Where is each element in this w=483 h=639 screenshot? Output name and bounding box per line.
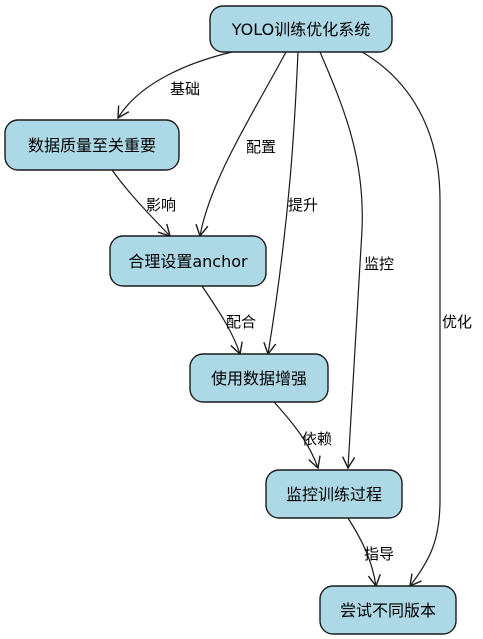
node-augment: 使用数据增强 (189, 353, 329, 403)
edge-label-basis: 基础 (170, 80, 200, 98)
edge-label-guide: 指导 (364, 545, 394, 563)
node-anchor: 合理设置anchor (109, 235, 267, 287)
edge-monitor-to-versions (347, 517, 381, 588)
edge-augment-to-monitor (273, 401, 321, 470)
edge-root-to-monitor (319, 51, 363, 470)
edge-label-influence: 影响 (146, 196, 176, 214)
node-label: YOLO训练优化系统 (231, 20, 370, 39)
edge-label-optimize: 优化 (442, 313, 472, 331)
edge-root-to-anchor (195, 51, 287, 238)
edge-root-to-augment (263, 51, 299, 356)
edge-label-depend: 依赖 (302, 430, 332, 448)
node-label: 合理设置anchor (128, 252, 248, 271)
node-monitor: 监控训练过程 (265, 469, 403, 519)
node-data-quality: 数据质量至关重要 (4, 119, 180, 171)
edge-root-to-data-quality (117, 51, 233, 120)
node-label: 尝试不同版本 (340, 601, 436, 620)
edge-root-to-versions (361, 51, 441, 588)
edge-data-quality-to-anchor (111, 169, 172, 238)
node-label: 数据质量至关重要 (28, 136, 156, 155)
edge-label-cooperate: 配合 (226, 313, 256, 331)
edge-label-boost: 提升 (288, 196, 318, 214)
edge-anchor-to-augment (201, 285, 243, 356)
node-yolo-system: YOLO训练优化系统 (209, 5, 393, 53)
node-label: 监控训练过程 (286, 485, 382, 504)
edge-label-monitor: 监控 (364, 255, 394, 273)
edge-label-config: 配置 (246, 138, 276, 156)
node-versions: 尝试不同版本 (319, 585, 457, 635)
node-label: 使用数据增强 (211, 369, 307, 388)
